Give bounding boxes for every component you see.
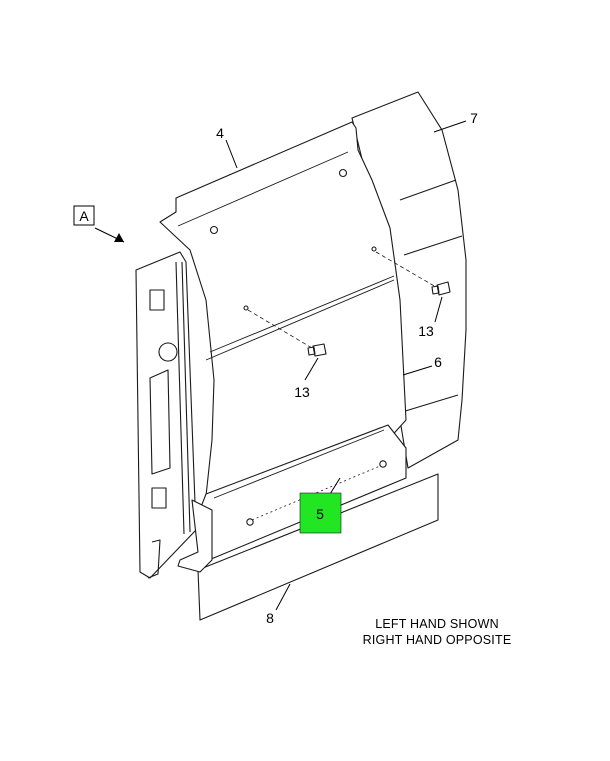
callout-4: 4 — [216, 125, 224, 141]
callout-7: 7 — [470, 110, 478, 126]
fastener-upper-left — [209, 225, 219, 235]
fastener-upper-right — [338, 168, 348, 178]
callout-8: 8 — [266, 610, 274, 626]
fairing-panel-part-4 — [159, 121, 407, 497]
bolt-part-13-lower — [307, 343, 327, 357]
lower-bracket — [177, 499, 213, 573]
callout-6: 6 — [434, 354, 442, 370]
callout-13-lower: 13 — [294, 384, 310, 400]
view-label: A — [79, 208, 89, 224]
note-line-2: RIGHT HAND OPPOSITE — [362, 633, 512, 647]
highlight-box — [299, 492, 342, 534]
view-label-box — [73, 205, 95, 226]
view-arrow-icon — [114, 233, 124, 242]
orientation-note: LEFT HAND SHOWN RIGHT HAND OPPOSITE — [352, 616, 522, 648]
callout-13-upper: 13 — [418, 323, 434, 339]
mud-flap-part-8 — [197, 473, 439, 621]
callout-5: 5 — [316, 506, 324, 522]
bolt-part-13-upper — [431, 281, 451, 296]
note-line-1: LEFT HAND SHOWN — [375, 617, 499, 631]
